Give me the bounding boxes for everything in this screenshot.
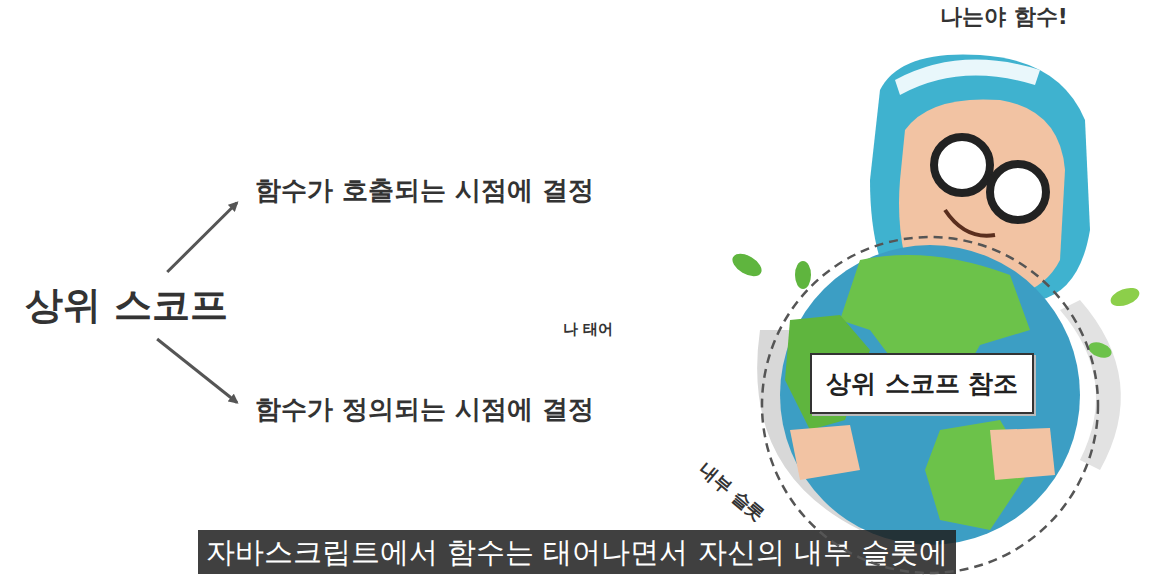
arrow-connector: [167, 203, 237, 272]
reference-banner: 상위 스코프 참조: [810, 353, 1034, 414]
leaf: [729, 249, 766, 281]
node-text: 함수가 정의되는 시점에 결정: [255, 392, 594, 427]
glasses-bridge: [988, 176, 992, 180]
glasses: [934, 137, 990, 193]
hand: [990, 428, 1055, 480]
smile: [945, 210, 995, 236]
note-label: 나 태어: [563, 320, 613, 339]
internal-slot-circle: 내부 슬롯상위 스코프 참조: [760, 235, 1100, 575]
leaf: [795, 261, 811, 289]
outcome-text: 함수가 호출되는 시점에 결정: [255, 173, 594, 208]
node-text: 상위 스코프: [25, 280, 228, 331]
hood-stripe: [895, 60, 1040, 95]
glasses: [990, 164, 1046, 220]
subtitle-text: 자바스크립트에서 함수는 태어나면서 자신의 내부 슬롯에: [206, 532, 948, 572]
scope-term: 상위 스코프: [25, 280, 228, 331]
globe: [780, 245, 1080, 545]
outcome-text: 함수가 정의되는 시점에 결정: [255, 392, 594, 427]
slot-label: 내부 슬롯: [692, 456, 772, 529]
subtitle-bar: 자바스크립트에서 함수는 태어나면서 자신의 내부 슬롯에: [198, 530, 956, 574]
speech-label: 나는야 함수!: [940, 2, 1068, 32]
arrow-connector: [157, 339, 237, 403]
hand: [790, 425, 860, 480]
node-text: 함수가 호출되는 시점에 결정: [255, 173, 594, 208]
leaf: [1108, 284, 1142, 309]
node-text: 상위 스코프 참조: [826, 367, 1018, 400]
